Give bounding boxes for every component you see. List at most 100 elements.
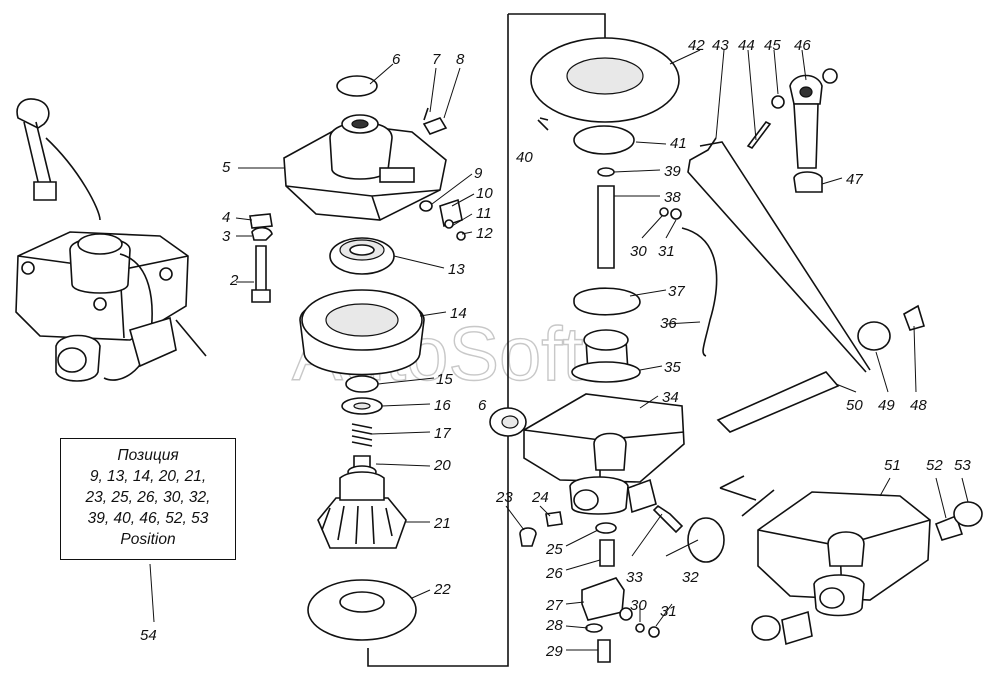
callout-50: 50 — [846, 397, 863, 414]
callout-31-top: 31 — [658, 243, 675, 260]
callout-34: 34 — [662, 389, 679, 406]
part-17-spring — [351, 423, 373, 447]
callout-12: 12 — [476, 225, 493, 242]
part-8-plate — [422, 117, 448, 135]
part-13-bearing — [329, 237, 395, 275]
part-27-fitting — [581, 577, 625, 621]
part-52-bushing — [934, 514, 964, 541]
callout-7: 7 — [432, 51, 441, 68]
callout-52: 52 — [926, 457, 943, 474]
part-37-spring-ring — [573, 287, 641, 316]
callout-30-bottom: 30 — [630, 597, 647, 614]
part-26-valve — [599, 539, 615, 567]
callout-21: 21 — [433, 515, 451, 532]
part-44-pin — [746, 120, 772, 150]
callout-33: 33 — [626, 569, 643, 586]
part-4-nut — [249, 213, 273, 229]
legend-line-3: 39, 40, 46, 52, 53 — [87, 510, 209, 527]
part-50-shaft — [716, 371, 840, 433]
callout-35: 35 — [664, 359, 681, 376]
callout-16: 16 — [434, 397, 451, 414]
callout-13: 13 — [448, 261, 465, 278]
callout-8: 8 — [456, 51, 465, 68]
callout-40: 40 — [516, 149, 533, 166]
part-51-housing — [757, 491, 931, 617]
callout-47: 47 — [846, 171, 863, 188]
callout-20: 20 — [433, 457, 451, 474]
callout-31-bottom: 31 — [660, 603, 677, 620]
part-23-plug — [519, 527, 537, 547]
callout-30-top: 30 — [630, 243, 647, 260]
part-22-disc — [307, 579, 417, 641]
part-28-washer — [585, 623, 603, 633]
leader-lines — [149, 49, 969, 651]
callout-46: 46 — [794, 37, 811, 54]
part-33-pin — [652, 504, 684, 534]
part-45-washer — [771, 95, 785, 109]
callout-39: 39 — [664, 163, 681, 180]
position-legend-box: Позиция 9, 13, 14, 20, 21, 23, 25, 26, 3… — [60, 438, 236, 560]
legend-line-2: 23, 25, 26, 30, 32, — [85, 489, 211, 506]
callout-44: 44 — [738, 37, 755, 54]
callout-5: 5 — [222, 159, 231, 176]
part-21-rotor — [317, 471, 407, 549]
callout-22: 22 — [433, 581, 451, 598]
callout-6: 6 — [392, 51, 401, 68]
part-43-rod — [687, 137, 867, 373]
part-25-washer — [595, 522, 617, 534]
callout-10: 10 — [476, 185, 493, 202]
part-cover-housing — [283, 114, 447, 221]
part-34-body — [523, 393, 685, 515]
part-15-ring — [345, 375, 379, 393]
assembled-unit-drawing — [15, 98, 207, 382]
grouping-bracket — [367, 13, 606, 667]
callout-23: 23 — [495, 489, 513, 506]
part-41-ring — [573, 125, 635, 155]
callout-labels: 2 3 4 5 6 7 8 9 10 11 12 13 14 15 16 17 … — [140, 37, 971, 660]
callout-53: 53 — [954, 457, 971, 474]
part-14-stator — [299, 289, 425, 376]
part-40-arrow — [537, 117, 549, 131]
callout-28: 28 — [545, 617, 563, 634]
part-49-nut — [857, 321, 891, 351]
callout-36: 36 — [660, 315, 677, 332]
callout-25: 25 — [545, 541, 563, 558]
part-2-bolt — [251, 245, 271, 303]
callout-32: 32 — [682, 569, 699, 586]
part-48-bolt — [903, 304, 925, 331]
part-47-clamp — [793, 171, 823, 193]
callout-29: 29 — [545, 643, 563, 660]
part-6-cap — [336, 75, 378, 97]
callout-49: 49 — [878, 397, 895, 414]
callout-27: 27 — [545, 597, 563, 614]
callout-15: 15 — [436, 371, 453, 388]
callout-14: 14 — [450, 305, 467, 322]
callout-2: 2 — [229, 272, 239, 289]
callout-26: 26 — [545, 565, 563, 582]
legend-line-1: 9, 13, 14, 20, 21, — [89, 468, 207, 485]
part-3-washer — [251, 226, 273, 241]
part-ring-bottom-1 — [751, 615, 781, 641]
callout-3: 3 — [222, 228, 231, 245]
callout-38: 38 — [664, 189, 681, 206]
part-32-disc — [687, 517, 725, 563]
part-9 — [419, 200, 433, 212]
legend-title: Позиция — [117, 447, 179, 464]
callout-48: 48 — [910, 397, 927, 414]
assembly-arrow — [741, 489, 775, 517]
part-42-diaphragm — [530, 37, 680, 123]
callout-42: 42 — [688, 37, 705, 54]
part-38-piston — [597, 185, 615, 269]
callout-41: 41 — [670, 135, 687, 152]
callout-11: 11 — [476, 205, 492, 222]
part-39 — [597, 167, 615, 177]
part-ring-bottom-2 — [781, 610, 813, 646]
part-29-bolt — [597, 639, 611, 663]
callout-6-lower: 6 — [478, 397, 487, 414]
part-53-ring — [953, 501, 983, 527]
part-35-sleeve — [571, 329, 641, 383]
callout-24: 24 — [531, 489, 549, 506]
part-46-lever — [789, 74, 823, 169]
